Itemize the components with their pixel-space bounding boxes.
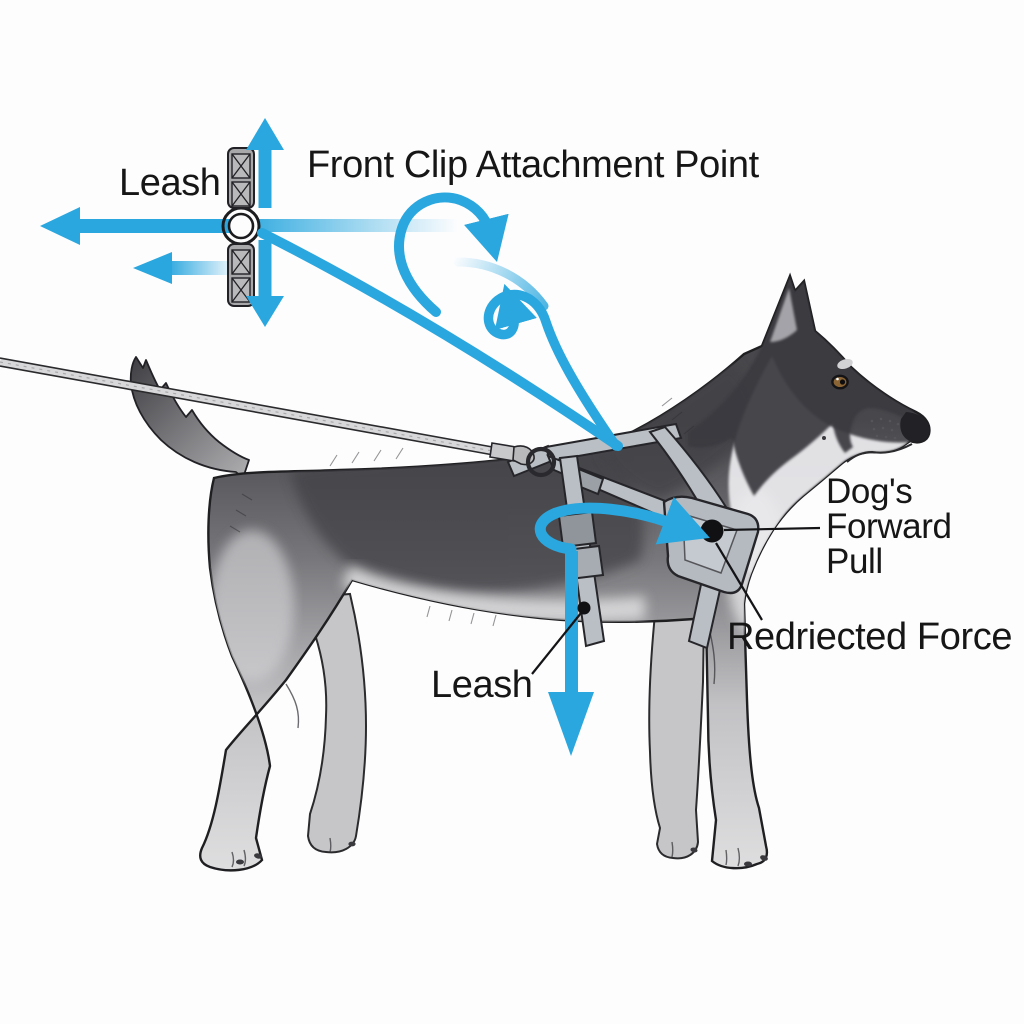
dog-nose [900,412,930,442]
label-dogs-forward-pull: Dog's Forward Pull [826,474,952,579]
leash-line [0,357,500,457]
annotation-pointers [531,526,821,675]
buckle-strap-top [227,147,255,209]
spiral-entry-fade [453,257,549,311]
whisker-dots [870,417,900,440]
toe-nails [236,841,768,867]
label-leash-top: Leash [119,162,221,204]
front-clip-buckle-illustration [221,147,261,307]
arrow-left-long-shaft [78,219,230,233]
pointer-redirected-force [715,542,763,621]
leash-fading-band-right [258,219,458,232]
label-line: Dog's [826,472,913,511]
far-front-leg [648,612,706,860]
front-clip-point-dot [700,519,724,543]
far-hind-leg [298,592,368,854]
arrow-left-short-head [133,252,172,284]
pointer-leash-bottom [531,612,582,675]
title-front-clip-attachment-point: Front Clip Attachment Point [307,144,759,186]
force-arrows [246,118,710,756]
spiral-redirect-arrow [483,283,621,451]
dog-tail [129,356,250,479]
buckle-strap-bottom [227,243,255,307]
label-redirected-force: Redriected Force [727,616,1013,658]
leash-angle-line [257,228,623,451]
girth-buckle-upper [557,510,598,549]
fur-strokes [229,397,695,627]
label-line: Forward [826,507,952,546]
label-leash-bottom: Leash [431,664,533,706]
dog-illustration [129,274,931,872]
chest-curl-redirect-arrow [534,497,710,555]
loop-redirect-arrow [394,192,509,317]
arrow-left-short-shaft [170,261,236,275]
label-line: Pull [826,542,883,581]
cheek-dot [822,436,826,440]
mouth-line [846,443,913,463]
dog-face [822,358,930,463]
harness-o-ring [525,446,557,478]
dog-detail-lines [231,623,741,868]
arrow-straight-down-pull [548,551,594,756]
buckle-arrows-under [40,207,458,284]
arrow-up [246,118,284,208]
leash-point-dot [577,601,591,615]
pointer-forward-pull [723,526,821,532]
buckle-o-ring-inner [227,212,255,240]
arrow-down [246,240,284,327]
eyebrow-spot [837,358,853,370]
arrow-left-long-head [40,207,80,245]
leash-snap-hook [489,442,517,462]
